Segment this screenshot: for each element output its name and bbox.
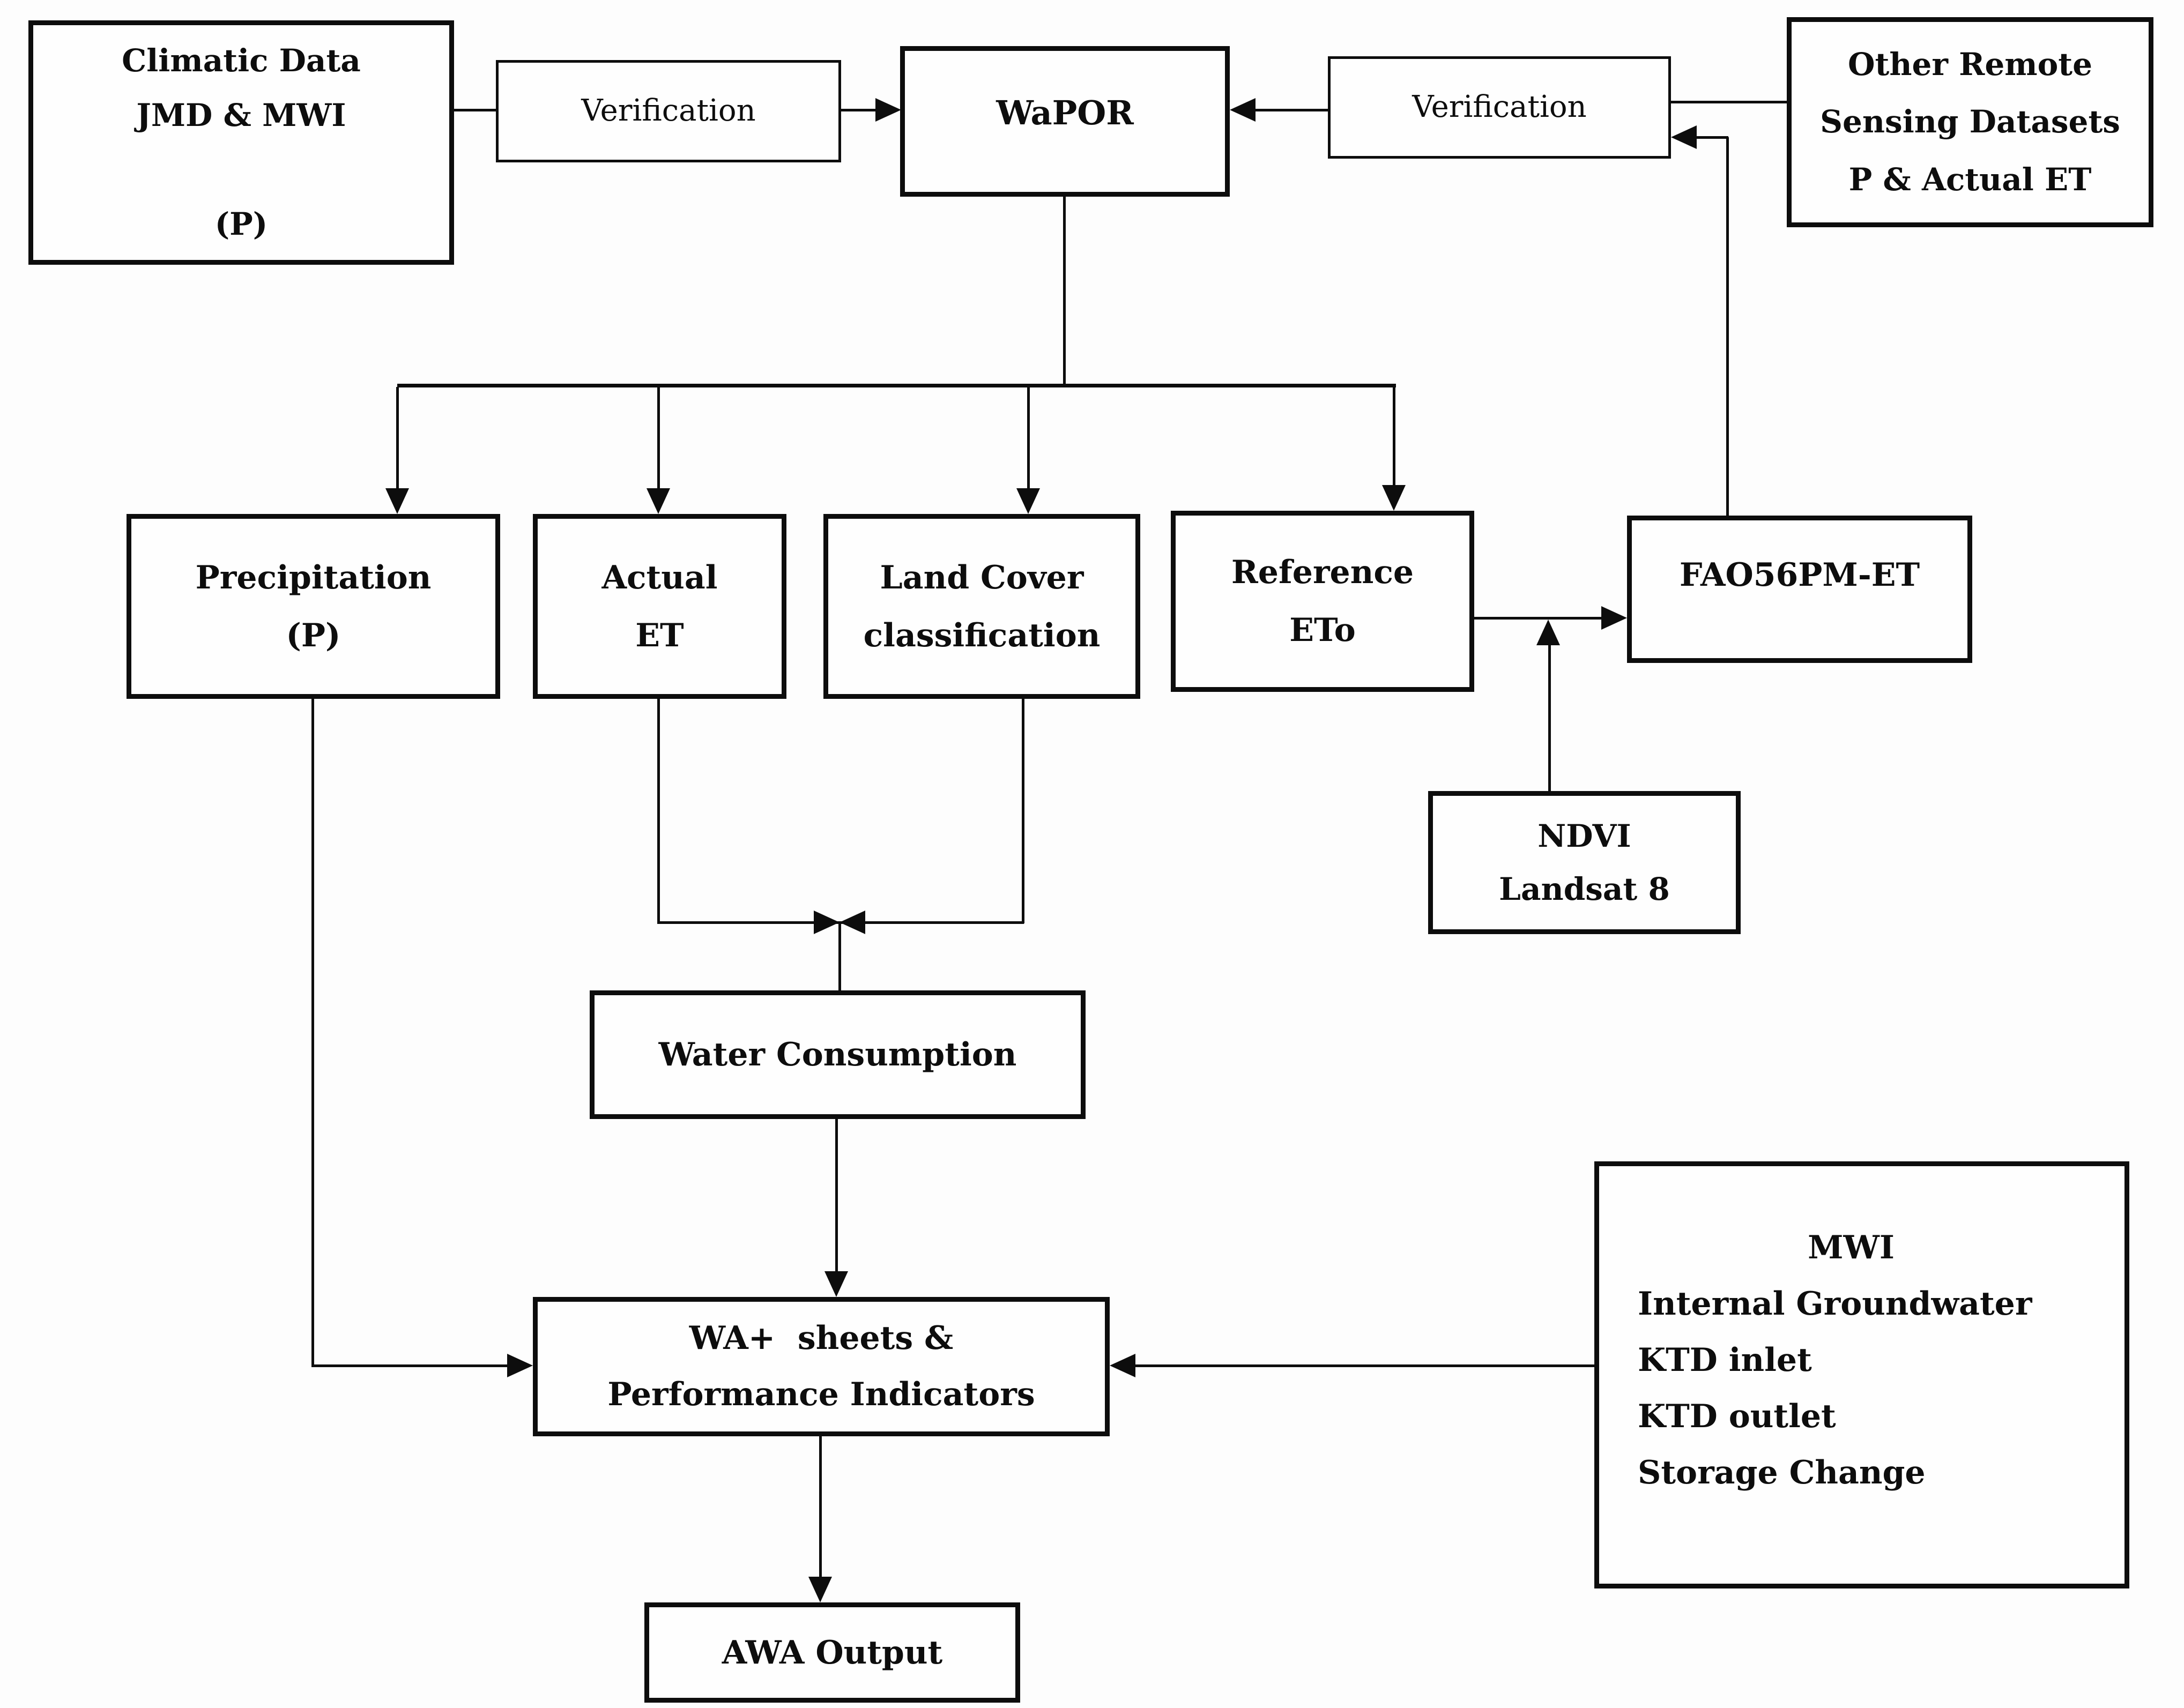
arrowhead-merge-left: [840, 911, 865, 934]
ndvi-label: NDVI Landsat 8: [1499, 817, 1670, 907]
connector-other-remote-to-verification: [1671, 101, 1787, 103]
connector-precipitation-to-wa-plus: [311, 1364, 508, 1367]
connector-actual-et-down: [657, 699, 660, 923]
arrowhead-ndvi-junction: [1536, 620, 1560, 645]
connector-drop-precipitation: [396, 387, 399, 489]
connector-water-consumption-down: [835, 1119, 838, 1272]
verification-left-label: Verification: [581, 93, 756, 129]
verification-right-label: Verification: [1412, 89, 1587, 125]
box-wapor: WaPOR: [900, 46, 1230, 197]
box-fao56pm-et: FAO56PM-ET: [1627, 516, 1972, 663]
connector-drop-actual-et: [657, 387, 660, 489]
connector-drop-land-cover: [1027, 387, 1030, 489]
box-water-consumption: Water Consumption: [590, 990, 1086, 1119]
connector-merge-to-water-consumption: [838, 923, 841, 990]
connector-precipitation-down: [311, 699, 314, 1367]
arrowhead-into-fao: [1601, 606, 1627, 630]
connector-eto-to-fao: [1474, 617, 1602, 620]
arrowhead-merge-right: [814, 911, 840, 934]
other-remote-label: Other Remote Sensing Datasets P & Actual…: [1820, 46, 2120, 198]
box-actual-et: Actual ET: [533, 514, 786, 699]
arrowhead-into-actual-et: [647, 488, 670, 514]
reference-eto-label: Reference ETo: [1231, 554, 1414, 649]
arrowhead-into-wapor-left: [875, 98, 901, 122]
awa-output-label: AWA Output: [722, 1634, 943, 1672]
arrowhead-into-verification-right: [1671, 125, 1697, 149]
arrowhead-into-wa-plus-top: [824, 1271, 848, 1297]
connector-ndvi-up: [1548, 643, 1551, 791]
box-verification-right: Verification: [1328, 56, 1671, 159]
connector-climatic-to-verification: [454, 109, 496, 111]
connector-distribution-bus: [397, 384, 1396, 387]
arrowhead-into-awa-output: [808, 1577, 832, 1602]
connector-drop-reference-eto: [1393, 387, 1395, 486]
box-mwi: MWI Internal Groundwater KTD inlet KTD o…: [1594, 1161, 2129, 1588]
land-cover-label: Land Cover classification: [863, 558, 1101, 654]
wa-plus-label: WA+ sheets & Performance Indicators: [607, 1319, 1035, 1413]
box-other-remote: Other Remote Sensing Datasets P & Actual…: [1787, 17, 2153, 227]
fao56pm-et-label: FAO56PM-ET: [1679, 556, 1920, 594]
connector-wapor-down: [1063, 197, 1066, 387]
connector-land-cover-down: [1022, 699, 1024, 923]
arrowhead-into-wapor-right: [1230, 98, 1256, 122]
wapor-label: WaPOR: [996, 93, 1134, 132]
mwi-content: MWI Internal Groundwater KTD inlet KTD o…: [1599, 1166, 2124, 1501]
arrowhead-into-precipitation: [385, 488, 409, 514]
mwi-lines: Internal Groundwater KTD inlet KTD outle…: [1638, 1285, 2032, 1491]
box-verification-left: Verification: [496, 60, 841, 162]
box-precipitation: Precipitation (P): [127, 514, 500, 699]
connector-verification-right-to-wapor: [1254, 109, 1328, 111]
connector-verification-left-to-wapor: [841, 109, 879, 111]
box-ndvi: NDVI Landsat 8: [1428, 791, 1741, 934]
connector-fao-feedback-horizontal: [1696, 136, 1728, 139]
climatic-data-label: Climatic Data JMD & MWI (P): [122, 42, 361, 242]
arrowhead-into-wa-plus-left: [507, 1354, 533, 1377]
connector-mwi-to-wa-plus: [1134, 1364, 1594, 1367]
arrowhead-into-land-cover: [1016, 488, 1040, 514]
box-climatic-data: Climatic Data JMD & MWI (P): [28, 20, 454, 265]
box-wa-plus: WA+ sheets & Performance Indicators: [533, 1297, 1110, 1436]
actual-et-label: Actual ET: [601, 558, 718, 654]
water-consumption-label: Water Consumption: [658, 1036, 1017, 1073]
connector-wa-plus-down: [819, 1436, 822, 1578]
box-reference-eto: Reference ETo: [1171, 511, 1474, 692]
connector-fao-feedback-vertical: [1726, 137, 1729, 516]
arrowhead-into-wa-plus-right: [1110, 1354, 1135, 1377]
mwi-title: MWI: [1808, 1229, 1895, 1266]
box-awa-output: AWA Output: [644, 1602, 1020, 1703]
precipitation-label: Precipitation (P): [195, 558, 432, 654]
arrowhead-into-reference-eto: [1382, 485, 1406, 511]
box-land-cover: Land Cover classification: [823, 514, 1140, 699]
